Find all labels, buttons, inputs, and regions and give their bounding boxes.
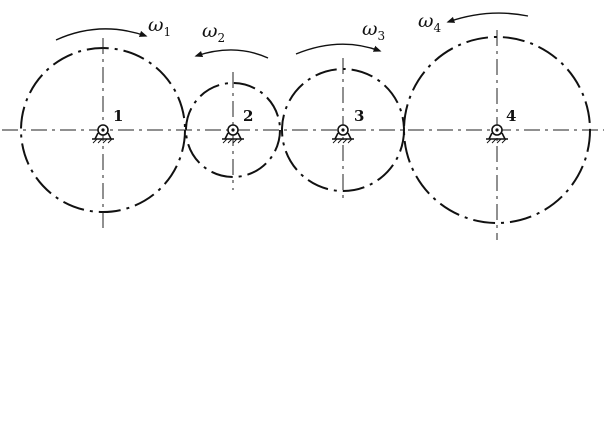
gear-1: ω1 1 — [20, 14, 186, 228]
gear-4-pivot-symbol — [486, 124, 508, 144]
gear-3-pivot-symbol — [332, 124, 354, 144]
gear-2-omega-label: ω2 — [202, 20, 225, 45]
gear-1-omega-arrow — [55, 28, 148, 41]
gear-3-label: 3 — [354, 107, 364, 125]
gear-2-label: 2 — [243, 107, 253, 125]
gear-3-omega-arrow — [295, 43, 382, 55]
gear-2-pitch-circle — [185, 82, 281, 178]
gear-1-omega-label: ω1 — [148, 14, 171, 39]
gear-3-omega-label: ω3 — [362, 18, 385, 43]
gear-1-label: 1 — [113, 107, 123, 125]
gear-3: ω3 3 — [281, 18, 405, 200]
gear-4-omega-label: ω4 — [418, 10, 442, 35]
gear-1-pivot-symbol — [92, 124, 114, 144]
gear-2-pivot-symbol — [222, 124, 244, 144]
gear-4-omega-arrow — [446, 12, 529, 23]
gear-4-label: 4 — [506, 107, 516, 125]
gear-3-pitch-circle — [281, 68, 405, 192]
gear-2-omega-arrow — [194, 49, 269, 59]
gear-2: ω2 2 — [185, 20, 281, 190]
gear-4: ω4 4 — [403, 10, 591, 240]
